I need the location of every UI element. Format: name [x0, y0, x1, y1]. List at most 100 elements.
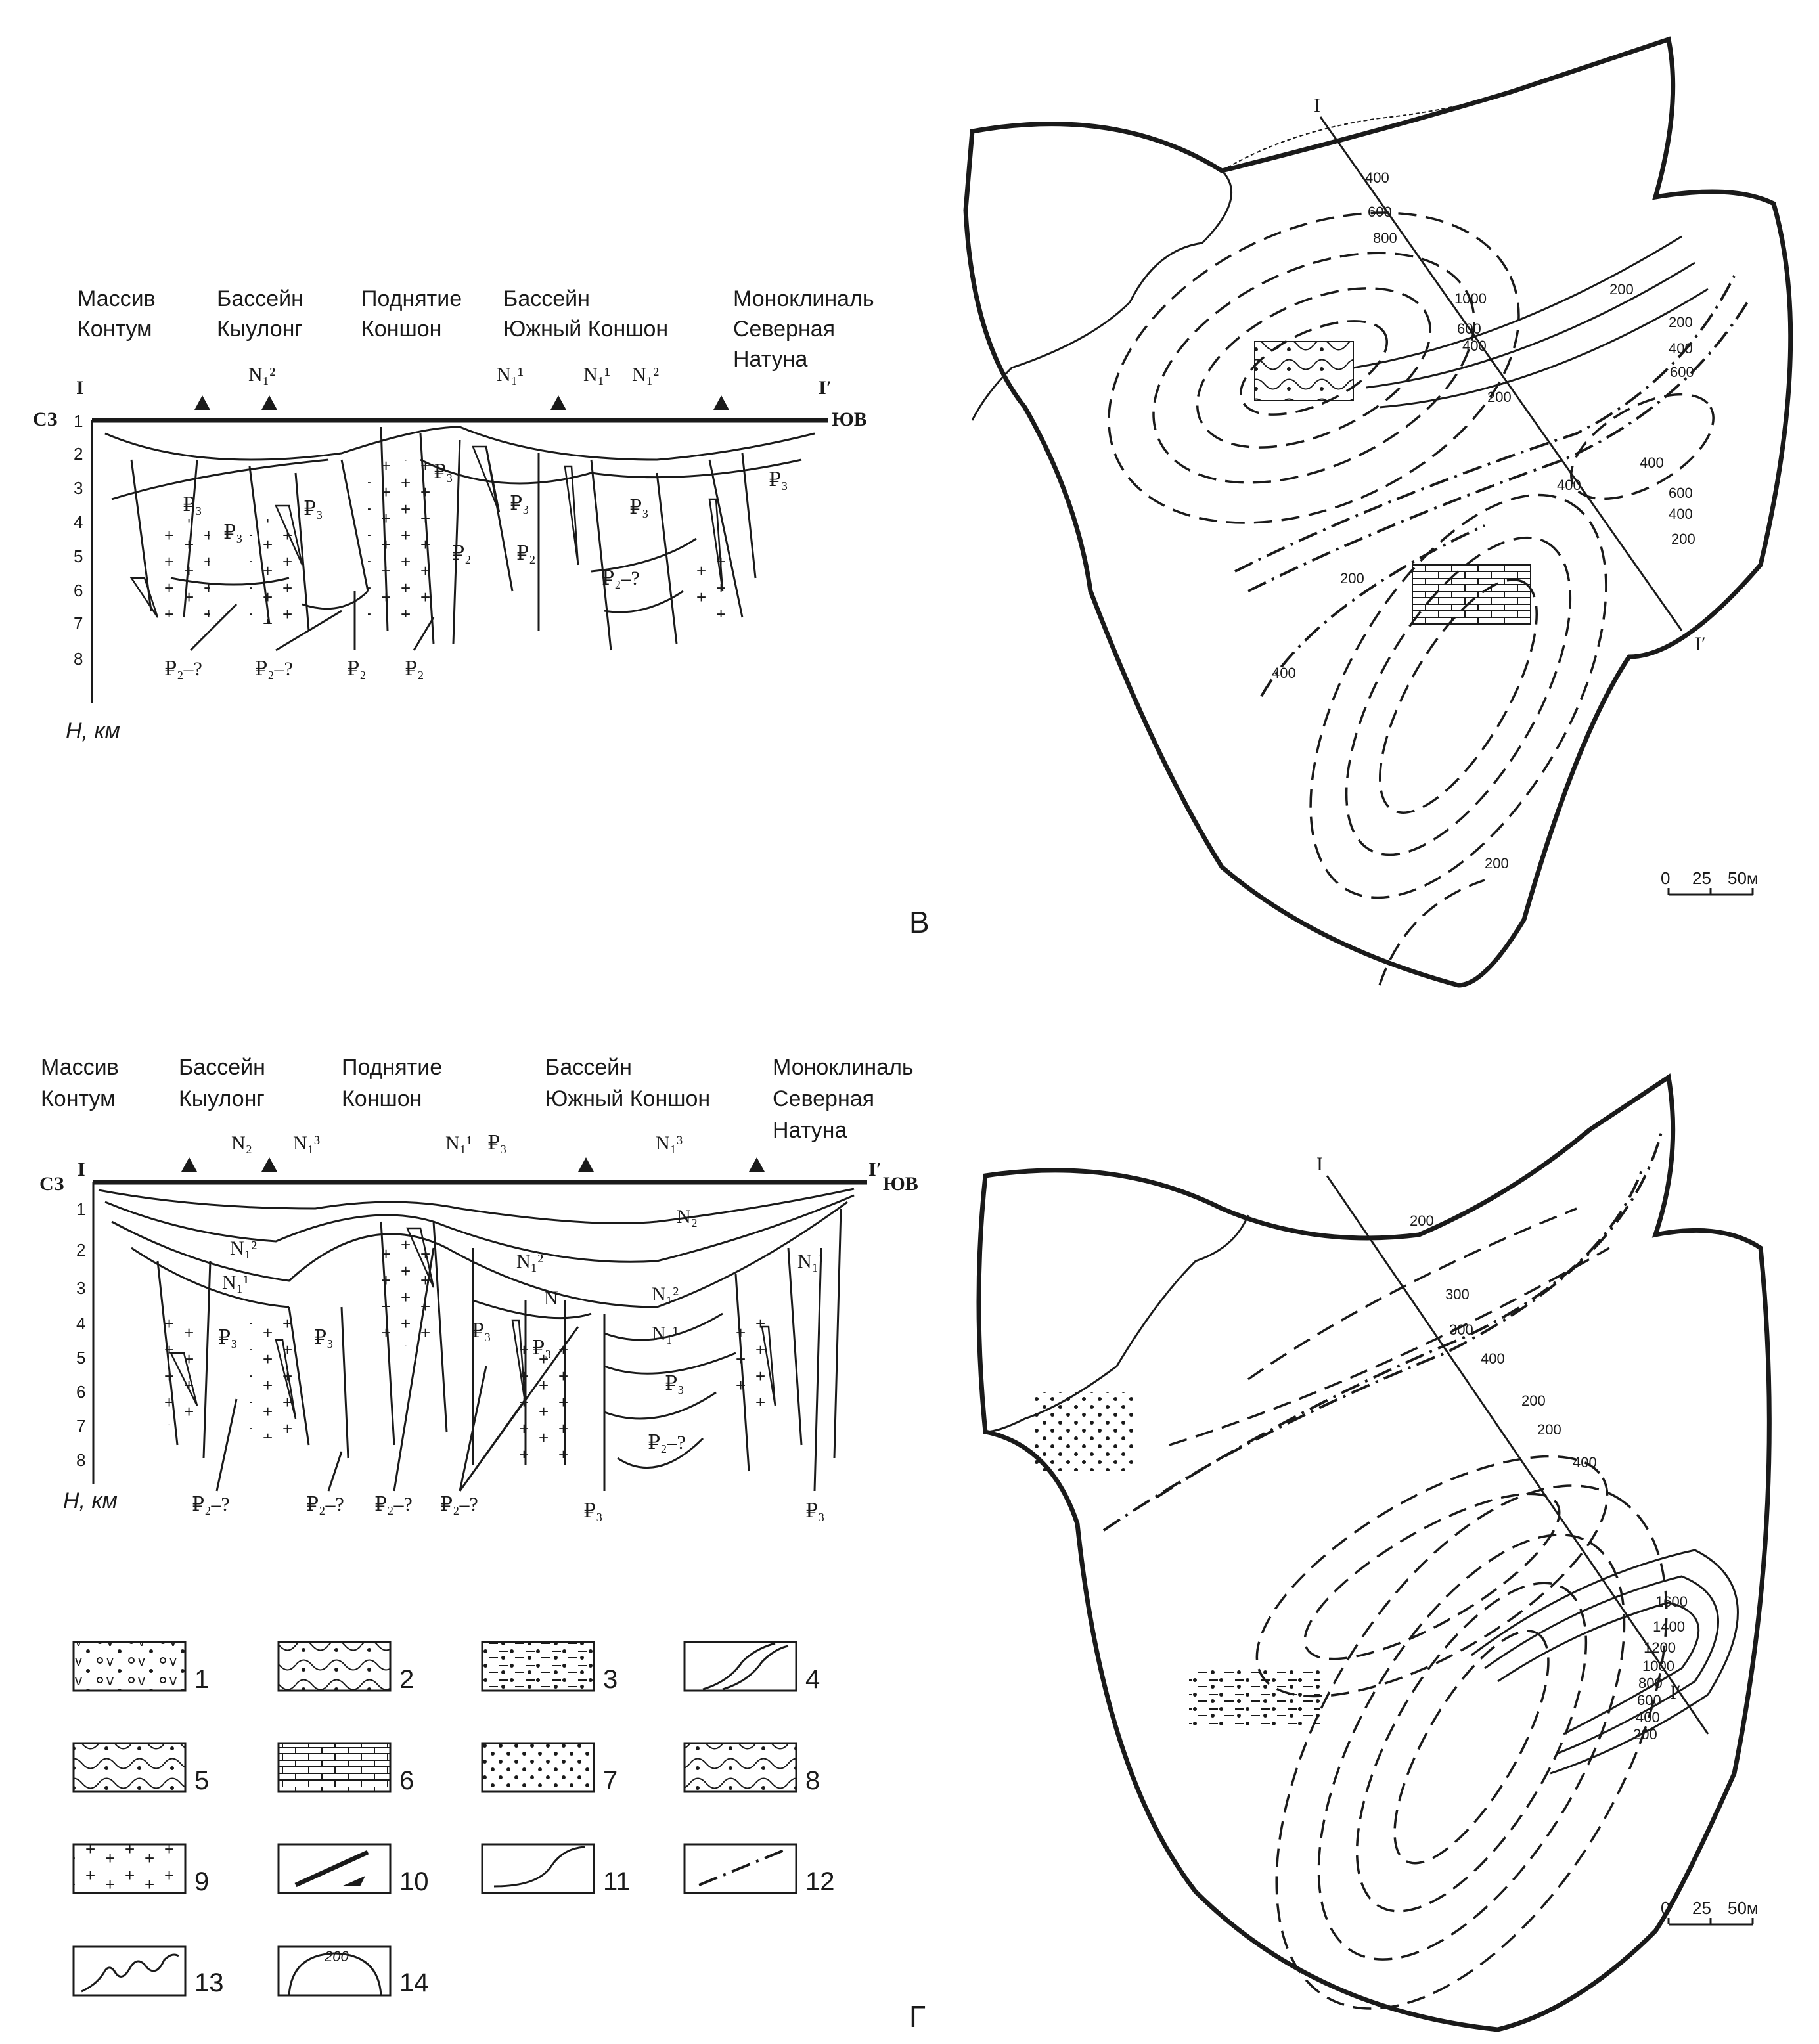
header-basin-2: Бассейн: [503, 286, 590, 311]
unit-label-3: N₁¹: [222, 1272, 249, 1293]
header-natuna: Натуна: [733, 347, 807, 372]
section-unit-labels: N₁² N₁¹ N₁¹ N₁² ₽₃ ₽₃ ₽₃ ₽₃ ₽₃ ₽₃ ₽₃ ₽₂ …: [183, 364, 788, 589]
unit-label-5: N₁²: [652, 1283, 679, 1305]
panel-v-headers: Массив Контум Бассейн Кыулонг Поднятие К…: [78, 286, 874, 372]
well-triangles: [194, 395, 729, 410]
depth-tick-8: 8: [76, 1450, 85, 1470]
legend-label-2: 2: [399, 1665, 414, 1694]
map-g-outline: [976, 1073, 1772, 2032]
contour-label: 600: [1669, 485, 1693, 501]
unit-label-1: N₁²: [248, 364, 275, 386]
unit-label-5: ₽₃: [183, 494, 202, 516]
unit-label-6: ₽₃: [223, 522, 243, 543]
legend-swatch-12: [683, 1843, 797, 1894]
contour-label: 400: [1557, 477, 1581, 493]
depth-tick-6: 6: [74, 581, 83, 600]
contour-label: 400: [1573, 1454, 1597, 1471]
depth-tick-1: 1: [76, 1199, 85, 1219]
unit-label-10: ₽₃: [629, 497, 649, 518]
contour-label: 400: [1272, 665, 1296, 681]
unit-label-11: ₽₃: [769, 469, 788, 491]
contour-label: 400: [1669, 506, 1693, 522]
unit-label-2: N₁²: [230, 1237, 257, 1259]
bottom-label-6: ₽₃: [805, 1500, 825, 1522]
section-top-labels: N₂ N₁³ N₁¹ ₽₃ N₁³: [231, 1132, 683, 1154]
unit-label-1: N₂: [677, 1206, 698, 1228]
bottom-label-4: ₽₂: [405, 658, 424, 680]
header-northern: Северная: [773, 1086, 874, 1111]
panel-g-headers: Массив Контум Бассейн Кыулонг Поднятие К…: [41, 1055, 914, 1143]
legend: 1 2 3 4 5 6 7 8 9 10 11 12 13: [72, 1641, 835, 1997]
map-v-line-start: I: [1314, 95, 1320, 116]
contour-label: 200: [1537, 1421, 1561, 1438]
header-massiv: Массив: [41, 1055, 119, 1080]
header-basin-1: Бассейн: [179, 1055, 265, 1080]
contour-label: 1400: [1653, 1618, 1685, 1635]
section-body: [104, 426, 815, 651]
map-g-coastline: [985, 1214, 1249, 1433]
section-body: [98, 1188, 855, 1478]
scale-25: 25: [1692, 1898, 1711, 1918]
direction-se: ЮВ: [883, 1173, 918, 1195]
legend-label-10: 10: [399, 1867, 429, 1896]
legend-swatch-14: [277, 1945, 392, 1997]
unit-label-11: ₽₃: [472, 1320, 491, 1342]
unit-label-6: N: [544, 1287, 558, 1309]
header-konshon: Коншон: [361, 317, 441, 342]
bottom-label-1: ₽₂–?: [164, 658, 202, 680]
depth-tick-6: 6: [76, 1382, 85, 1402]
unit-label-7: N₁¹: [652, 1323, 679, 1344]
legend-swatch-5: [72, 1742, 187, 1793]
legend-swatch-4: [683, 1641, 797, 1692]
header-konshon: Коншон: [342, 1086, 422, 1111]
contour-label: 600: [1670, 364, 1694, 380]
header-massiv: Массив: [78, 286, 156, 311]
depth-tick-3: 3: [76, 1278, 85, 1298]
direction-se: ЮВ: [832, 409, 867, 430]
header-south-konshon: Южный Коншон: [545, 1086, 710, 1111]
panel-g-letter: Г: [909, 1999, 926, 2033]
depth-tick-1: 1: [74, 411, 83, 431]
map-v-contour-labels: 400 600 800 1000 600 400 200 200 200 400…: [1272, 169, 1695, 872]
contour-label: 400: [1640, 455, 1664, 471]
legend-swatch-1: [72, 1641, 187, 1692]
top-label-3: N₁¹: [445, 1132, 472, 1154]
legend-swatch-8: [683, 1742, 797, 1793]
legend-swatch-7: [481, 1742, 595, 1793]
depth-tick-5: 5: [74, 546, 83, 566]
contour-label: 200: [1340, 570, 1364, 587]
unit-label-3: N₁¹: [583, 364, 610, 386]
depth-tick-7: 7: [74, 613, 83, 633]
depth-axis-title: H, км: [63, 1488, 118, 1513]
contour-label: 400: [1669, 340, 1693, 357]
top-label-1: N₂: [231, 1132, 252, 1154]
depth-tick-3: 3: [74, 478, 83, 498]
unit-label-4: N₁²: [632, 364, 659, 386]
contour-label: 600: [1637, 1692, 1661, 1708]
unit-label-10: ₽₃: [314, 1327, 334, 1348]
legend-label-6: 6: [399, 1766, 414, 1795]
contour-label: 1600: [1655, 1593, 1688, 1610]
section-bottom-labels: ₽₂–? ₽₂–? ₽₂–? ₽₂–? ₽₃ ₽₃: [192, 1247, 825, 1522]
unit-label-9: ₽₃: [218, 1327, 238, 1348]
contour-label: 200: [1609, 281, 1634, 298]
contour-label: 400: [1462, 338, 1487, 354]
unit-label-14: ₽₂–?: [602, 567, 640, 589]
header-monocline: Моноклиналь: [733, 286, 874, 311]
header-uplift: Поднятие: [342, 1055, 442, 1080]
legend-label-14: 14: [399, 1968, 429, 1997]
top-label-4: ₽₃: [487, 1132, 507, 1154]
depth-tick-4: 4: [74, 512, 83, 532]
contour-label: 200: [1669, 314, 1693, 330]
map-g-contour-labels: 200 300 300 400 200 200 400 1600 1400 12…: [1410, 1212, 1688, 1743]
section-bottom-labels: ₽₂–? ₽₂–? ₽₂ ₽₂: [164, 591, 435, 680]
map-v-facies-brick: [1412, 564, 1531, 625]
contour-label: 200: [1521, 1392, 1546, 1409]
legend-swatch-3: [481, 1641, 595, 1692]
unit-label-8: ₽₃: [434, 461, 453, 483]
direction-nw: СЗ: [39, 1173, 64, 1195]
depth-tick-2: 2: [74, 444, 83, 464]
contour-label: 800: [1373, 230, 1397, 246]
depth-axis-title: H, км: [66, 719, 120, 744]
